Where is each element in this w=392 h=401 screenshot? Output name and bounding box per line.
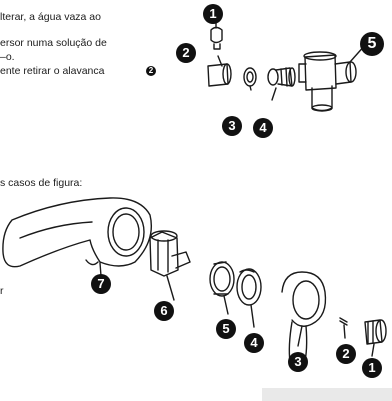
top-callout-3: 3 [222,116,242,136]
instruction-line-3: –o. [0,51,15,63]
bottom-part-7-lever [2,197,153,268]
bottom-callout-5: 5 [216,319,236,339]
top-part-5-body [298,51,357,112]
bottom-callout-4: 4 [244,333,264,353]
top-part-3-small-ring [243,67,257,87]
footer-bar [262,388,392,401]
top-callout-5: 5 [360,32,384,56]
bottom-callout-1: 1 [362,358,382,378]
bottom-part-6-cartridge [149,230,191,277]
top-part-1-cap [210,26,223,50]
instruction-line-2: ersor numa solução de [0,37,107,49]
bottom-part-2-screw [339,317,348,326]
instruction-line-5: s casos de figura: [0,177,83,189]
instruction-line-4: ente retirar o alavanca [0,65,105,77]
top-part-4-cartridge [267,67,296,87]
bottom-callout-6: 6 [154,301,174,321]
instruction-line-1: lterar, a água vaza ao [0,11,101,23]
top-callout-2: 2 [176,43,196,63]
top-callout-4: 4 [253,118,273,138]
bottom-part-1-cap [364,319,387,345]
bottom-part-4-ring [236,268,262,306]
bottom-callout-7: 7 [91,274,111,294]
bottom-callout-3: 3 [288,352,308,372]
instruction-line-6: r [0,285,4,297]
bottom-callout-2: 2 [336,344,356,364]
top-part-2-ring [207,63,232,87]
inline-callout-2: 2 [146,66,156,76]
bottom-part-5-nut [209,261,235,297]
top-callout-1: 1 [203,4,223,24]
